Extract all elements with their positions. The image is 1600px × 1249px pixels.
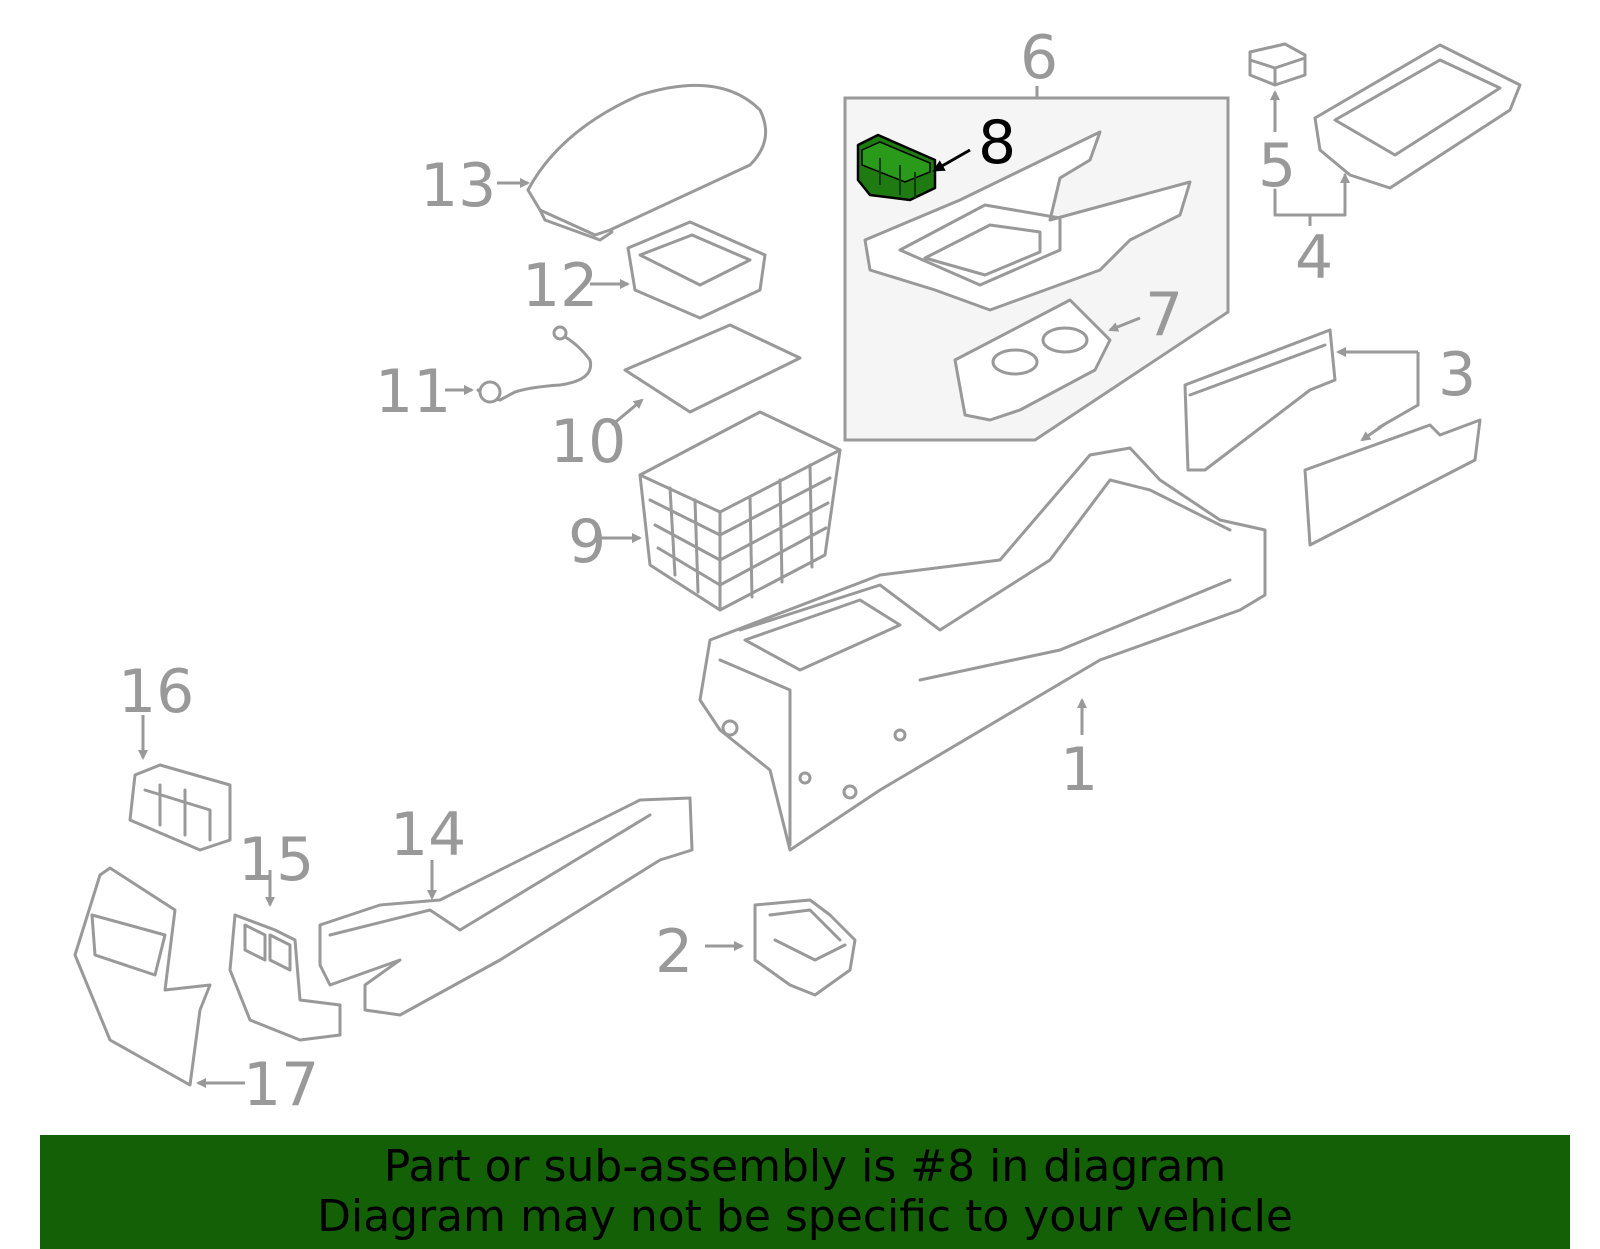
banner-line-1: Part or sub-assembly is #8 in diagram [383, 1141, 1227, 1192]
callout-16: 16 [118, 657, 194, 727]
part-9-bin [600, 410, 842, 612]
part-8-switch [856, 133, 971, 202]
callout-4: 4 [1295, 223, 1333, 293]
callout-8: 8 [978, 108, 1016, 178]
part-12-tray [590, 220, 767, 320]
part-10-mat [611, 323, 802, 427]
callout-15: 15 [238, 825, 314, 895]
callout-7: 7 [1145, 280, 1183, 350]
info-banner: Part or sub-assembly is #8 in diagram Di… [40, 1135, 1570, 1249]
parts-diagram: 1 2 3 4 5 6 7 8 9 10 11 12 13 14 15 16 1… [73, 23, 1522, 1120]
callout-2: 2 [655, 917, 693, 987]
part-11-harness [445, 325, 593, 404]
callout-9: 9 [568, 507, 606, 577]
part-7-cupholder [953, 298, 1141, 422]
part-4-tray [1273, 43, 1522, 226]
part-2-bracket [705, 898, 857, 997]
part-6-panel [863, 130, 1192, 312]
callout-6: 6 [1020, 23, 1058, 93]
part-16-vent [128, 715, 232, 852]
part-3-side-panels [1183, 328, 1482, 547]
callout-13: 13 [420, 151, 496, 221]
part-13-armrest [497, 83, 768, 242]
callout-10: 10 [550, 407, 626, 477]
part-17-rear-panel [73, 866, 245, 1088]
part-5-switch [1248, 42, 1307, 132]
part-15-outlet [228, 870, 342, 1042]
part-1-console [698, 446, 1267, 852]
callout-12: 12 [522, 251, 598, 321]
callout-11: 11 [375, 357, 451, 427]
callout-5: 5 [1258, 131, 1296, 201]
callout-1: 1 [1060, 735, 1098, 805]
banner-line-2: Diagram may not be specific to your vehi… [317, 1191, 1293, 1242]
part-14-duct [318, 796, 694, 1017]
callout-17: 17 [243, 1050, 319, 1120]
callout-3: 3 [1438, 340, 1476, 410]
callout-14: 14 [390, 800, 466, 870]
